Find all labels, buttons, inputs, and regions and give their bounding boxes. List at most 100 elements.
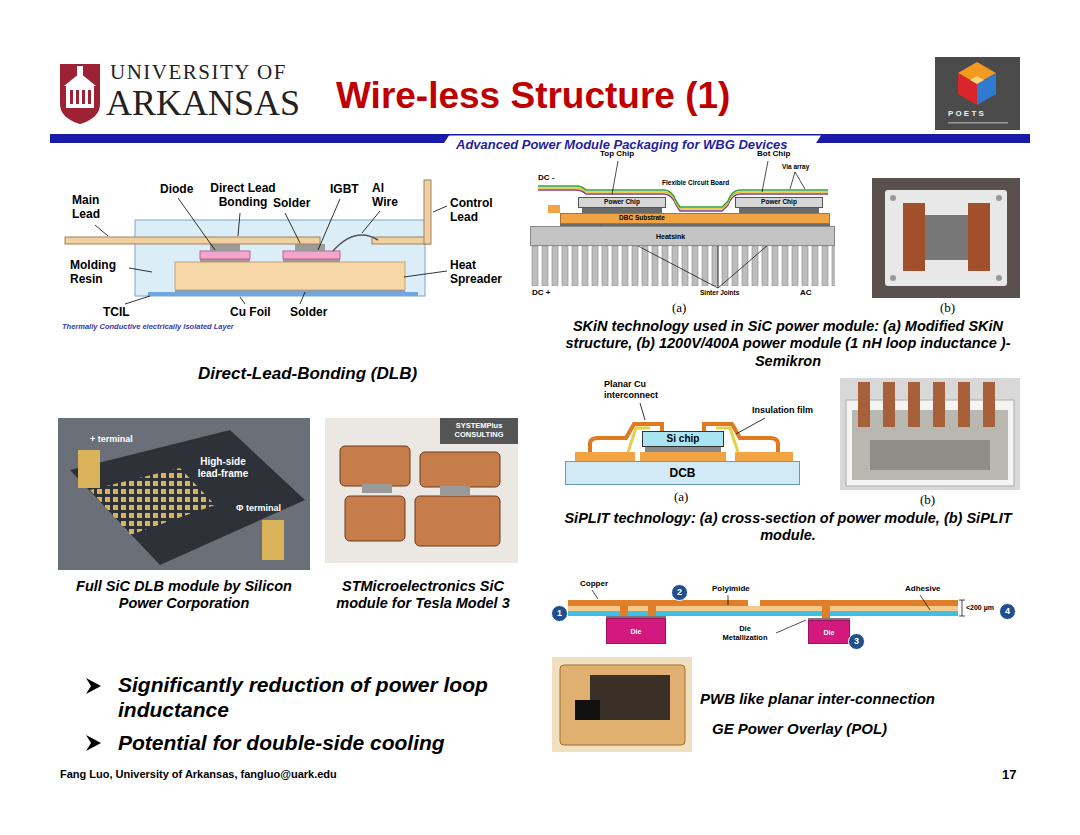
terminal-label: DC - [538, 173, 554, 183]
figure-caption: GE Power Overlay (POL) [712, 720, 887, 738]
leader-line [920, 595, 930, 610]
dlb-module-photo [70, 430, 305, 565]
skin-cross-section [530, 246, 835, 286]
header-bar [50, 134, 450, 143]
bullet-arrow [86, 735, 101, 751]
box-text: 2 [677, 588, 682, 597]
leader-line [125, 296, 150, 304]
dlb-cross-section [65, 237, 320, 244]
tesla-module-photo [362, 484, 392, 493]
box-text: Die [824, 629, 835, 636]
leader-line [762, 161, 768, 192]
slide-title: Wire-less Structure (1) [336, 74, 730, 118]
skin-module-photo [872, 178, 1020, 298]
box-text: DBC Substrate [619, 215, 665, 222]
tesla-module-photo [440, 418, 518, 444]
part-label: Solder [273, 196, 310, 210]
bullet-text: Potential for double-side cooling [118, 730, 445, 755]
siplit-module-photo [870, 440, 990, 470]
part-label: Al Wire [372, 181, 404, 210]
tesla-module-photo [415, 496, 500, 546]
dlb-module-photo [78, 450, 100, 488]
panel-letter: (b) [920, 492, 935, 508]
layer-label: Die Metallization [716, 624, 774, 642]
dlb-module-photo [58, 418, 310, 570]
pol-cross-section [568, 600, 748, 606]
skin-module-photo [996, 275, 1002, 281]
university-logo [66, 86, 94, 108]
box-text: 4 [1005, 607, 1010, 616]
substrate-layer: DBC Substrate [560, 213, 830, 224]
poets-logo [935, 57, 1020, 130]
siplit-module-photo [983, 382, 995, 427]
leader-line [300, 292, 305, 304]
poets-logo [935, 57, 1020, 130]
siplit-cross-section [640, 452, 726, 461]
skin-module-photo [903, 203, 925, 271]
siplit-module-photo [840, 378, 1020, 490]
page-number: 17 [1002, 767, 1016, 783]
part-label: Diode [160, 182, 193, 196]
dlb-module-photo [90, 468, 215, 535]
layer-label: Adhesive [905, 584, 941, 594]
bullet-text: Significantly reduction of power loop in… [118, 672, 503, 722]
box-text: Power Chip [604, 199, 640, 206]
dlb-cross-section [333, 235, 378, 251]
part-label: Planar Cu interconnect [604, 379, 674, 401]
leader-line [640, 403, 645, 420]
part-label: Flexible Circuit Board [662, 179, 729, 187]
dlb-cross-section [148, 292, 418, 296]
skin-cross-section [548, 205, 560, 213]
dlb-cross-section [424, 180, 431, 244]
box-text: 3 [854, 637, 859, 646]
dlb-cross-section [175, 262, 405, 290]
skin-module-photo [885, 190, 1007, 286]
siplit-module-photo [958, 382, 970, 427]
pol-cross-section [760, 600, 958, 606]
watermark: SYSTEMPlus CONSULTING [447, 421, 511, 439]
layer-label: Copper [580, 579, 608, 589]
dimension-label: <200 µm [966, 604, 994, 612]
leader-line [790, 172, 795, 189]
chip-box: Power Chip [735, 197, 823, 208]
figure-caption: PWB like planar inter-connection [700, 690, 935, 708]
leader-line [433, 206, 447, 212]
pol-module-photo [575, 700, 600, 720]
terminal-label: AC [800, 288, 812, 298]
university-logo [88, 90, 91, 104]
skin-module-photo [925, 215, 968, 260]
flex-board [538, 190, 828, 211]
callout-number: 4 [999, 603, 1016, 620]
part-label: Sinter Joints [700, 289, 739, 297]
heatsink-base: Heatsink [530, 226, 835, 246]
header-bar [816, 134, 1030, 143]
siplit-cross-section [575, 452, 635, 461]
part-label: Control Lead [450, 196, 502, 225]
leader-line [640, 403, 765, 434]
logo-text: ARKANSAS [106, 82, 300, 125]
tesla-module-photo [345, 496, 405, 541]
leader-line [728, 595, 729, 605]
pol-module-photo [552, 657, 692, 752]
pol-module-photo [552, 657, 692, 752]
substrate-block: DCB [565, 461, 800, 485]
leader-line [318, 199, 340, 250]
leader-line [285, 213, 300, 243]
leader-line [404, 271, 447, 277]
poets-logo [948, 122, 1008, 124]
figure-caption: STMicroelectronics SiC module for Tesla … [322, 578, 524, 613]
box-text: Die [631, 628, 642, 635]
leader-line [129, 268, 152, 272]
poets-logo [970, 76, 984, 84]
box-text: DCB [670, 467, 696, 479]
tesla-module-photo [440, 486, 470, 495]
tesla-module-photo [420, 452, 500, 487]
university-logo [60, 64, 100, 124]
dlb-cross-section [65, 180, 447, 304]
leader-line [612, 161, 618, 194]
die-box: Die [808, 620, 850, 644]
box-text: Heatsink [656, 233, 685, 240]
panel-letter: (a) [674, 489, 688, 505]
callout-number: 2 [671, 584, 688, 601]
